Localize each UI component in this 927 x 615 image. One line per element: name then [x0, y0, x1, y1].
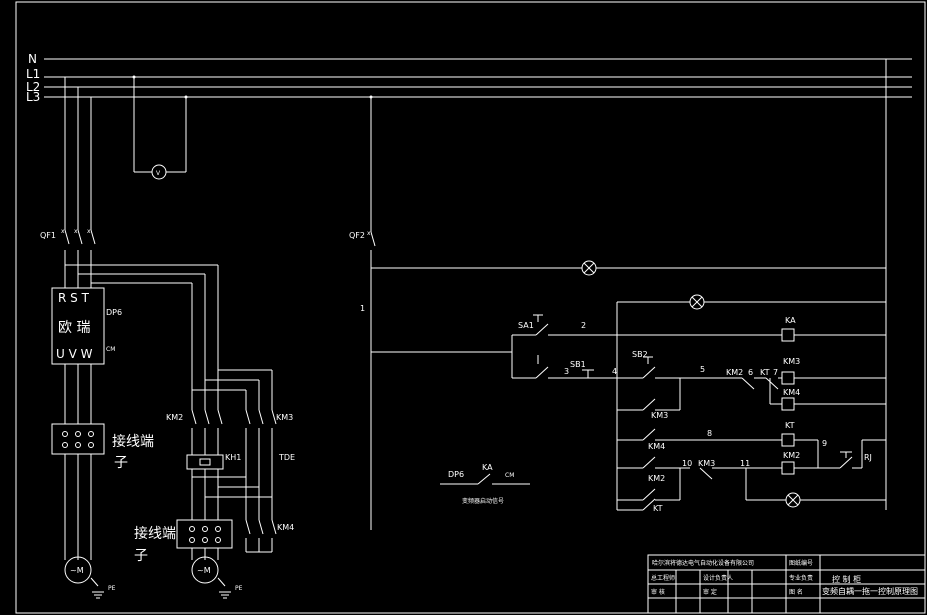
- title-company: 哈尔滨将德达电气自动化设备有限公司: [652, 559, 754, 567]
- signal-dp6: DP6: [448, 470, 464, 479]
- title-subtitle: 变频自耦一拖一控制原理图: [822, 586, 918, 596]
- wire-3: 3: [564, 367, 569, 376]
- drawing-frame: [15, 1, 926, 614]
- ka-label: KA: [785, 316, 796, 325]
- wire-11: 11: [740, 459, 750, 468]
- km4-label: KM4: [277, 523, 294, 532]
- km2-label: KM2: [166, 413, 183, 422]
- title-row-0: 总工程师: [651, 574, 675, 582]
- title-row-5: 图 名: [789, 588, 803, 596]
- terminal-block-label-b: 子: [114, 455, 128, 471]
- bus-label-l3: L3: [26, 90, 40, 104]
- contactor-group: KM2 KM3 KH1 TDE KM4: [166, 409, 295, 553]
- km2-aux-label: KM2: [648, 474, 665, 483]
- voltmeter-icon: [151, 164, 167, 180]
- wire-9: 9: [822, 439, 827, 448]
- sb1-label: SB1: [570, 360, 586, 369]
- main-power-circuit: x x x QF1: [40, 77, 273, 410]
- control-circuit: x QF2 1 SA1 2 3 SB1 4 SB2 5: [349, 95, 886, 530]
- motor-2-symbol: ~M: [197, 566, 211, 575]
- terminal-block-2: 接线端 子: [134, 519, 233, 564]
- tde-label: TDE: [278, 453, 295, 462]
- km2-coil-label: KM2: [783, 451, 800, 460]
- signal-caption: 变频器启动信号: [462, 497, 504, 505]
- sa1-label: SA1: [518, 321, 534, 330]
- motor-2-ground: PE: [235, 585, 243, 592]
- kh1-label: KH1: [225, 453, 241, 462]
- km3-nc-label: KM3: [698, 459, 715, 468]
- kt-coil: [781, 433, 795, 447]
- wire-1: 1: [360, 304, 365, 313]
- title-block: 哈尔滨将德达电气自动化设备有限公司 图纸编号 总工程师 审 核 设计负责人 审 …: [647, 554, 926, 614]
- title-row-3: 审 定: [703, 588, 717, 596]
- bus-label-l2: L2: [26, 80, 40, 94]
- wire-2: 2: [581, 321, 586, 330]
- km4-coil: [781, 397, 795, 411]
- km3-aux-label: KM3: [651, 411, 668, 420]
- title-drawing-no: 图纸编号: [789, 559, 813, 567]
- wire-4: 4: [612, 367, 617, 376]
- inverter-block: R S T 欧 瑞 U V W DP6 CM: [51, 287, 122, 424]
- km2-nc-label: KM2: [726, 368, 743, 377]
- control-breaker-label: QF2: [349, 231, 365, 240]
- rj-label: RJ: [864, 453, 872, 462]
- inverter-name: 欧 瑞: [58, 320, 90, 336]
- wire-7: 7: [773, 368, 778, 377]
- sb2-label: SB2: [632, 350, 648, 359]
- wire-5: 5: [700, 365, 705, 374]
- voltmeter-symbol: V: [156, 170, 161, 177]
- km2-coil: [781, 461, 795, 475]
- wire-6: 6: [748, 368, 753, 377]
- km3-coil: [781, 371, 795, 385]
- inverter-cm-label: CM: [106, 346, 115, 353]
- svg-text:x: x: [367, 230, 371, 237]
- title-row-4: 专业负责: [789, 574, 813, 582]
- motor-2: ~M PE: [191, 556, 243, 599]
- inverter-inputs: R S T: [58, 291, 90, 305]
- bus-label-n: N: [28, 52, 37, 66]
- motor-icon: [191, 556, 219, 584]
- signal-ka: KA: [482, 463, 493, 472]
- inverter-outputs: U V W: [56, 347, 93, 361]
- title-row-1: 审 核: [651, 588, 665, 596]
- kt-coil-label: KT: [785, 421, 795, 430]
- inverter-dp-label: DP6: [106, 308, 122, 317]
- signal-cm: CM: [505, 472, 514, 479]
- main-breaker-label: QF1: [40, 231, 56, 240]
- km3-label: KM3: [276, 413, 293, 422]
- svg-text:x: x: [87, 228, 91, 235]
- motor-icon: [64, 556, 92, 584]
- terminal-block-2-label-a: 接线端: [134, 525, 176, 542]
- overload-relay-kh1: [186, 454, 224, 470]
- motor-1: ~M PE: [64, 556, 116, 599]
- title-main: 控 制 柜: [832, 574, 861, 584]
- wire-8: 8: [707, 429, 712, 438]
- terminal-block-2-label-b: 子: [134, 548, 148, 564]
- motor-1-symbol: ~M: [70, 566, 84, 575]
- bus-label-l1: L1: [26, 67, 40, 81]
- km4-coil-label: KM4: [783, 388, 800, 397]
- kt-nc-label: KT: [760, 368, 770, 377]
- terminal-block-1: 接线端 子: [51, 423, 154, 560]
- inverter-start-signal: DP6 KA CM 变频器启动信号: [440, 463, 530, 505]
- km3-coil-label: KM3: [783, 357, 800, 366]
- svg-text:x: x: [61, 228, 65, 235]
- voltmeter-branch: V: [132, 75, 188, 180]
- title-row-2: 设计负责人: [703, 574, 733, 582]
- bus-bars: N L1 L2 L3: [26, 52, 912, 104]
- svg-text:x: x: [74, 228, 78, 235]
- ka-coil: [781, 328, 795, 342]
- terminal-block-label-a: 接线端: [112, 433, 154, 450]
- motor-1-ground: PE: [108, 585, 116, 592]
- km4-aux-label: KM4: [648, 442, 665, 451]
- wire-10: 10: [682, 459, 692, 468]
- kt-aux-label: KT: [653, 504, 663, 513]
